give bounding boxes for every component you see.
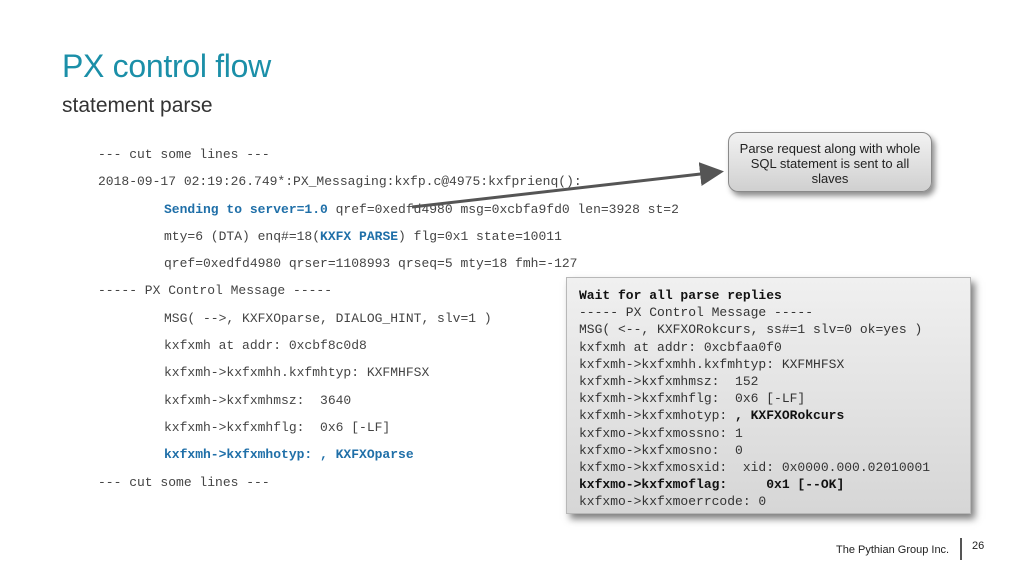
- panel-line: kxfxmh->kxfxmhflg: 0x6 [-LF]: [579, 391, 806, 407]
- slide-subtitle: statement parse: [62, 94, 213, 117]
- code-line: kxfxmh->kxfxmhflg: 0x6 [-LF]: [164, 419, 391, 435]
- panel-line-bold: , KXFXORokcurs: [735, 408, 845, 424]
- panel-line: kxfxmh->kxfxmhh.kxfmhtyp: KXFMHFSX: [579, 356, 845, 372]
- panel-line: MSG( <--, KXFXORokcurs, ss#=1 slv=0 ok=y…: [579, 322, 923, 338]
- panel-line-pre: kxfxmh->kxfxmhotyp:: [579, 408, 736, 424]
- footer-divider: [960, 538, 962, 560]
- code-line: kxfxmh->kxfxmhmsz: 3640: [164, 392, 352, 408]
- panel-line: kxfxmo->kxfxmossno: 1: [579, 425, 743, 441]
- panel-line: kxfxmh->kxfxmhotyp: , KXFXORokcurs: [579, 407, 970, 424]
- highlight-kxfx-parse: KXFX PARSE: [320, 228, 399, 244]
- panel-line: kxfxmo->kxfxmosxid: xid: 0x0000.000.0201…: [579, 459, 931, 475]
- parse-replies-panel: Wait for all parse replies ----- PX Cont…: [566, 277, 971, 514]
- panel-line: kxfxmh->kxfxmhmsz: 152: [579, 373, 759, 389]
- panel-line: kxfxmh at addr: 0xcbfaa0f0: [579, 339, 782, 355]
- panel-line: kxfxmo->kxfxmoerrcode: 0: [579, 494, 767, 510]
- panel-heading: Wait for all parse replies: [579, 288, 782, 303]
- code-line-post: ) flg=0x1 state=10011: [398, 228, 562, 244]
- parse-request-callout: Parse request along with whole SQL state…: [728, 132, 932, 192]
- panel-line: kxfxmo->kxfxmosno: 0: [579, 442, 743, 458]
- footer-company: The Pythian Group Inc.: [836, 544, 950, 556]
- panel-line-oflag: kxfxmo->kxfxmoflag: 0x1 [--OK]: [579, 477, 845, 493]
- slide-title: PX control flow: [62, 48, 271, 84]
- page-number: 26: [972, 540, 985, 552]
- code-line: --- cut some lines ---: [98, 147, 270, 162]
- code-line: 2018-09-17 02:19:26.749*:PX_Messaging:kx…: [98, 174, 582, 190]
- code-line: kxfxmh at addr: 0xcbf8c0d8: [164, 338, 367, 354]
- code-line: qref=0xedfd4980 qrser=1108993 qrseq=5 mt…: [164, 256, 578, 272]
- code-line-rest: qref=0xedfd4980 msg=0xcbfa9fd0 len=3928 …: [327, 201, 679, 217]
- highlight-sending: Sending to server=1.0: [164, 201, 328, 217]
- code-line: ----- PX Control Message -----: [98, 283, 333, 299]
- code-line: mty=6 (DTA) enq#=18(KXFX PARSE) flg=0x1 …: [98, 226, 679, 253]
- panel-line: ----- PX Control Message -----: [579, 305, 814, 321]
- code-line: MSG( -->, KXFXOparse, DIALOG_HINT, slv=1…: [164, 310, 492, 326]
- code-line: --- cut some lines ---: [98, 474, 270, 490]
- code-line: Sending to server=1.0 qref=0xedfd4980 ms…: [98, 199, 679, 226]
- code-line: kxfxmh->kxfxmhh.kxfmhtyp: KXFMHFSX: [164, 365, 430, 381]
- highlight-otyp-line: kxfxmh->kxfxmhotyp: , KXFXOparse: [164, 447, 414, 463]
- code-line-pre: mty=6 (DTA) enq#=18(: [164, 228, 321, 244]
